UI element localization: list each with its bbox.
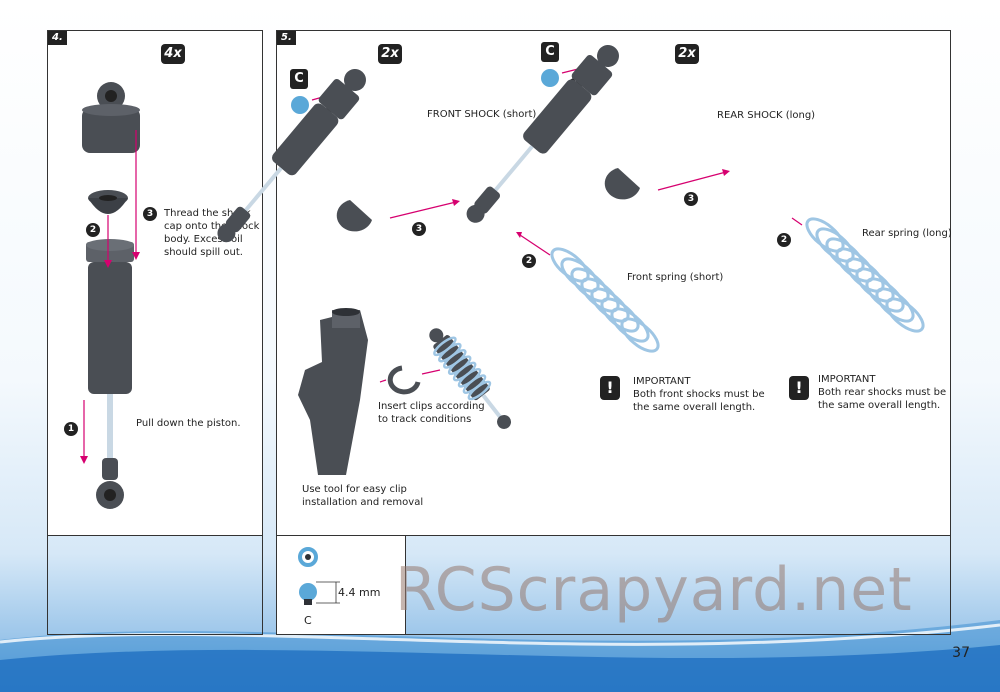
rear-important-icon: ! bbox=[789, 376, 809, 400]
front-part-badge: C bbox=[290, 69, 308, 89]
tool-note: Use tool for easy clip installation and … bbox=[302, 484, 424, 508]
step5-footer-panel bbox=[405, 535, 951, 635]
step4-text-1: Pull down the piston. bbox=[136, 418, 241, 429]
part-dimension: 4.4 mm bbox=[338, 586, 381, 599]
parts-panel bbox=[276, 535, 406, 635]
rear-shock-illustration bbox=[466, 45, 925, 333]
front-shock-title: FRONT SHOCK (short) bbox=[427, 109, 537, 120]
rear-num-3: 3 bbox=[684, 192, 698, 206]
step4-quantity: 4x bbox=[161, 44, 185, 64]
step4-shock-illustration bbox=[80, 82, 140, 509]
rear-shock-title: REAR SHOCK (long) bbox=[717, 110, 816, 121]
rear-part-badge: C bbox=[541, 42, 559, 62]
step4-footer-panel bbox=[47, 535, 263, 635]
rear-important-title: IMPORTANT bbox=[818, 374, 876, 385]
part-c-illustration bbox=[298, 547, 340, 605]
step5-panel bbox=[276, 30, 951, 536]
rear-num-2: 2 bbox=[777, 233, 791, 247]
step4-text-3: Thread the shock cap onto the shock body… bbox=[164, 208, 260, 258]
rear-quantity: 2x bbox=[675, 44, 699, 64]
page-number: 37 bbox=[952, 645, 970, 661]
front-num-3: 3 bbox=[412, 222, 426, 236]
front-important-title: IMPORTANT bbox=[633, 376, 691, 387]
clip-note: Insert clips according to track conditio… bbox=[378, 401, 485, 425]
rear-spring-label: Rear spring (long) bbox=[862, 228, 952, 239]
wave-decoration bbox=[0, 620, 1000, 692]
front-shock-illustration bbox=[217, 69, 660, 353]
front-quantity: 2x bbox=[378, 44, 402, 64]
front-important-text: Both front shocks must be the same overa… bbox=[633, 389, 765, 413]
front-spring-label: Front spring (short) bbox=[627, 272, 724, 283]
watermark: RCScrapyard.net bbox=[395, 555, 913, 625]
step5-number: 5. bbox=[277, 31, 296, 45]
tool-clip-illustration bbox=[298, 308, 512, 475]
step4-num-2: 2 bbox=[86, 223, 100, 237]
step4-number: 4. bbox=[48, 31, 67, 45]
step4-num-3: 3 bbox=[143, 207, 157, 221]
step4-num-1: 1 bbox=[64, 422, 78, 436]
front-important-icon: ! bbox=[600, 376, 620, 400]
rear-important-text: Both rear shocks must be the same overal… bbox=[818, 387, 947, 411]
part-label: C bbox=[304, 614, 312, 627]
front-num-2: 2 bbox=[522, 254, 536, 268]
